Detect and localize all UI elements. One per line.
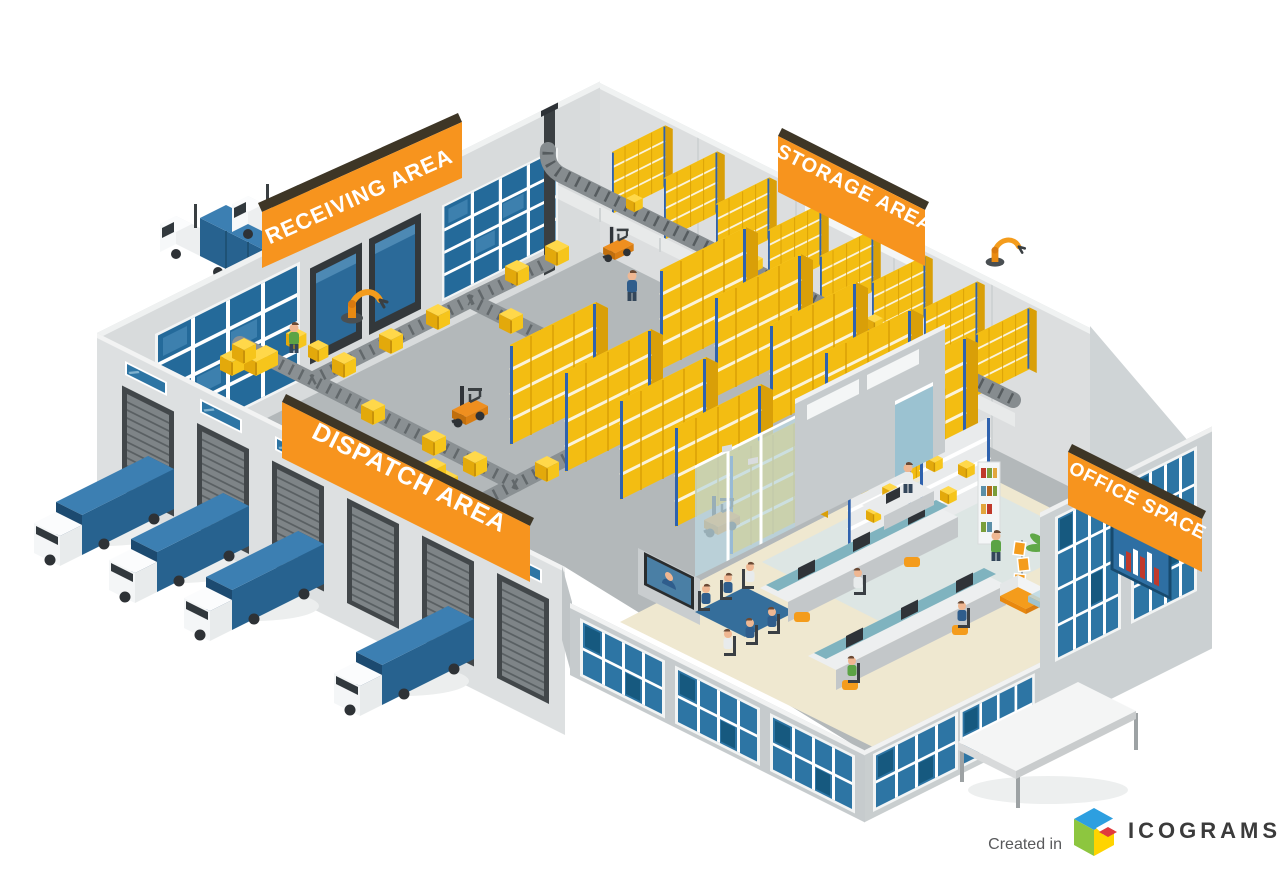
meeting-area bbox=[695, 444, 795, 656]
office-desk-row-2 bbox=[808, 568, 1006, 690]
office-front-left-wall bbox=[570, 603, 865, 823]
reception-area bbox=[862, 462, 934, 530]
icograms-logo-icon bbox=[1074, 808, 1117, 856]
office-desk-row-1 bbox=[760, 500, 958, 622]
entrance-canopy bbox=[958, 682, 1138, 808]
icograms-brand-label: ICOGRAMS bbox=[1128, 818, 1280, 843]
wall-corner-step bbox=[562, 566, 572, 676]
tv-screen bbox=[644, 552, 694, 610]
office-space-sign: OFFICE SPACE bbox=[1065, 444, 1210, 572]
created-in-label: Created in bbox=[988, 836, 1062, 853]
office-divider-wall bbox=[695, 324, 945, 577]
attribution: Created in ICOGRAMS bbox=[988, 808, 1280, 856]
